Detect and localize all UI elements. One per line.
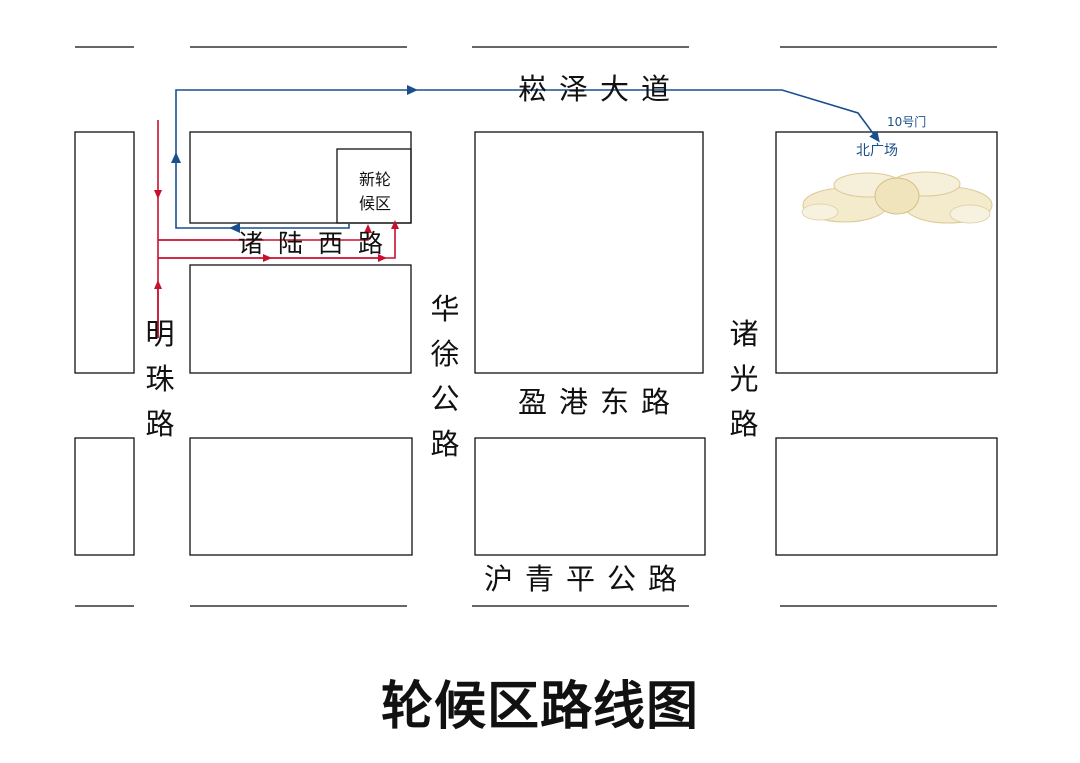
block <box>474 437 706 556</box>
block <box>74 131 135 374</box>
city-blocks <box>74 131 998 556</box>
north-plaza-label: 北广场 <box>856 143 898 159</box>
road-label-zhulu-west: 诸陆西路 <box>238 229 399 258</box>
block <box>189 437 413 556</box>
road-label-songze: 崧泽大道 <box>518 72 683 106</box>
road-label-yinggang-east: 盈港东路 <box>518 385 683 419</box>
stadium-icon <box>801 171 993 224</box>
red-route <box>154 120 399 338</box>
road-label-huaxu: 华徐公路 <box>430 292 460 461</box>
blue-route <box>171 85 880 233</box>
block <box>189 264 412 374</box>
block <box>775 437 998 556</box>
gate-10-label: 10号门 <box>887 115 927 129</box>
map-title: 轮候区路线图 <box>380 677 699 737</box>
road-label-huqingping: 沪青平公路 <box>484 562 690 596</box>
block <box>474 131 704 374</box>
road-edges <box>75 46 997 607</box>
new-waiting-area-box <box>336 148 412 224</box>
road-label-mingzhu: 明珠路 <box>145 317 175 441</box>
block <box>775 131 998 374</box>
new-waiting-area-label: 新轮候区 <box>358 170 391 213</box>
block <box>74 437 135 556</box>
road-label-zhuguang: 诸光路 <box>729 317 759 441</box>
